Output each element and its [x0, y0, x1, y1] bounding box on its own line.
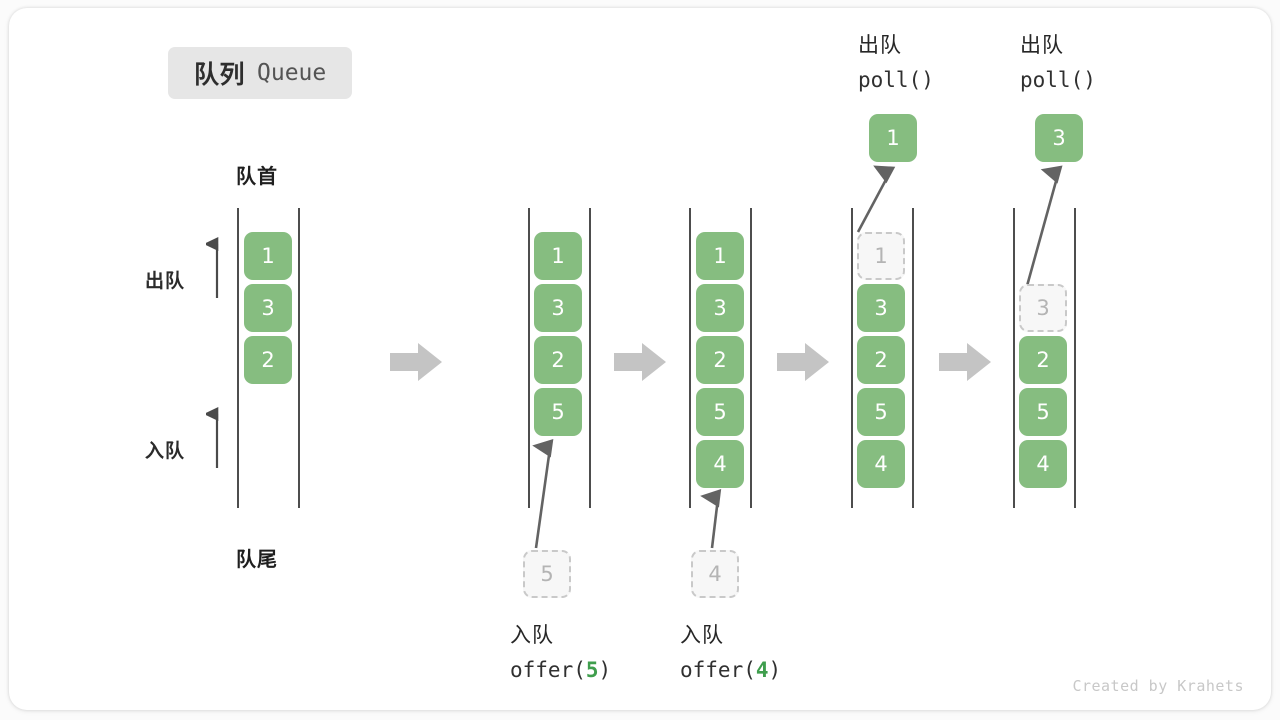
queue-cell: 3: [857, 284, 905, 332]
queue-head-label: 队首: [236, 166, 278, 188]
queue-rail-left: [851, 208, 853, 508]
queue-cell: 2: [1019, 336, 1067, 384]
queue-rail-left: [237, 208, 239, 508]
queue-cell: 4: [857, 440, 905, 488]
queue-cell: 1: [244, 232, 292, 280]
outgoing-ghost-cell: 1: [857, 232, 905, 280]
operation-name-cn: 入队: [680, 624, 724, 647]
queue-rail-right: [750, 208, 752, 508]
queue-rail-right: [298, 208, 300, 508]
queue-cell: 3: [696, 284, 744, 332]
operation-code-arg: 5: [585, 658, 599, 682]
queue-tail-label: 队尾: [236, 549, 278, 571]
operation-code: poll(): [858, 63, 934, 98]
stage-transition-arrow-icon: [390, 343, 442, 381]
stage-transition-arrow-icon: [939, 343, 991, 381]
dequeue-direction-label: 出队: [145, 271, 186, 292]
queue-cell: 2: [244, 336, 292, 384]
queue-cell: 3: [244, 284, 292, 332]
queue-cell: 2: [696, 336, 744, 384]
operation-code-suffix: ): [1083, 68, 1096, 92]
operation-code: poll(): [1020, 63, 1096, 98]
operation-code-suffix: ): [768, 658, 782, 682]
dequeue-motion-arrow-icon: [856, 165, 896, 233]
operation-code-prefix: offer(: [510, 658, 586, 682]
title-cn: 队列: [194, 61, 246, 89]
enqueue-motion-arrow-icon: [700, 488, 722, 549]
incoming-ghost-cell: 5: [523, 550, 571, 598]
outgoing-ghost-cell: 3: [1019, 284, 1067, 332]
queue-cell: 1: [534, 232, 582, 280]
queue-cell-new: 4: [696, 440, 744, 488]
incoming-ghost-cell: 4: [691, 550, 739, 598]
operation-name-cn: 出队: [1020, 34, 1064, 57]
queue-cell: 2: [534, 336, 582, 384]
operation-code-prefix: poll(: [1020, 68, 1084, 92]
stage-transition-arrow-icon: [777, 343, 829, 381]
queue-rail-left: [689, 208, 691, 508]
operation-code-arg: 4: [755, 658, 769, 682]
queue-rail-right: [1074, 208, 1076, 508]
poll-result-cell: 1: [869, 114, 917, 162]
enqueue-motion-arrow-icon: [532, 439, 554, 549]
operation-code-suffix: ): [598, 658, 612, 682]
operation-name-cn: 入队: [510, 624, 554, 647]
queue-rail-left: [1013, 208, 1015, 508]
queue-cell: 5: [857, 388, 905, 436]
queue-rail-left: [528, 208, 530, 508]
queue-cell: 3: [534, 284, 582, 332]
queue-cell: 4: [1019, 440, 1067, 488]
dequeue-direction-arrow-icon: [206, 236, 219, 298]
queue-rail-right: [912, 208, 914, 508]
operation-code: offer(5): [510, 653, 611, 688]
queue-cell: 1: [696, 232, 744, 280]
operation-code-prefix: poll(: [858, 68, 922, 92]
operation-code: offer(4): [680, 653, 781, 688]
title-en: Queue: [257, 60, 327, 86]
enqueue-direction-arrow-icon: [206, 406, 219, 468]
credit-text: Created by Krahets: [1072, 677, 1244, 695]
operation-label-poll-3: 出队 poll(): [1020, 28, 1096, 98]
queue-cell: 2: [857, 336, 905, 384]
operation-name-cn: 出队: [858, 34, 902, 57]
queue-cell: 5: [1019, 388, 1067, 436]
operation-label-poll-1: 出队 poll(): [858, 28, 934, 98]
dequeue-motion-arrow-icon: [1025, 165, 1063, 287]
queue-cell-new: 5: [534, 388, 582, 436]
operation-label-offer-4: 入队 offer(4): [680, 618, 781, 688]
title-badge: 队列 Queue: [168, 47, 353, 99]
poll-result-cell: 3: [1035, 114, 1083, 162]
queue-cell: 5: [696, 388, 744, 436]
stage-transition-arrow-icon: [614, 343, 666, 381]
queue-rail-right: [589, 208, 591, 508]
operation-code-prefix: offer(: [680, 658, 756, 682]
operation-label-offer-5: 入队 offer(5): [510, 618, 611, 688]
enqueue-direction-label: 入队: [145, 441, 186, 462]
operation-code-suffix: ): [921, 68, 934, 92]
